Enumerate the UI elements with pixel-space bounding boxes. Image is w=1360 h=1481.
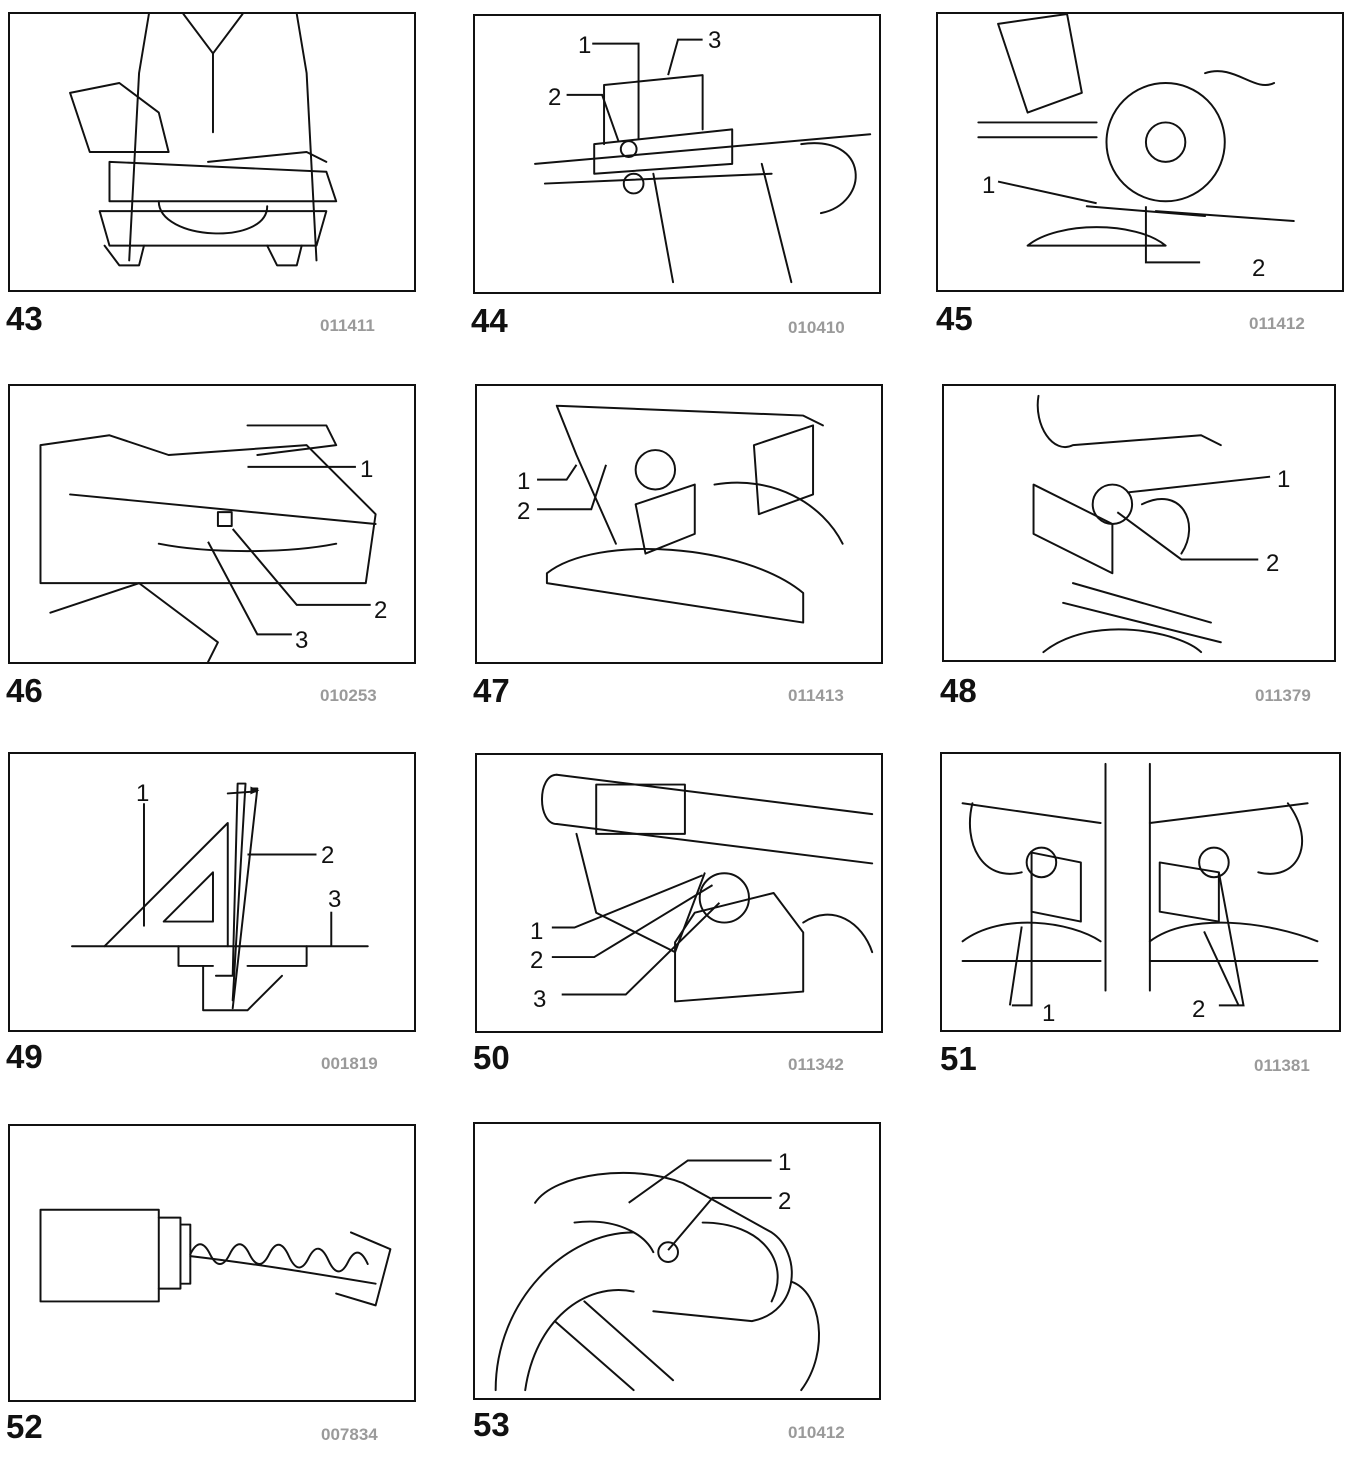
callout-1: 1	[517, 468, 531, 495]
figure-code: 007834	[321, 1425, 378, 1444]
callout-1: 1	[778, 1149, 792, 1176]
figure-code: 011411	[320, 316, 375, 335]
callout-2: 2	[1266, 550, 1280, 577]
figure-53-frame: 1 2	[473, 1122, 881, 1400]
figure-50-frame: 1 2 3	[475, 753, 883, 1033]
callout-2: 2	[530, 947, 544, 974]
callout-2: 2	[517, 498, 531, 525]
figure-code: 001819	[321, 1054, 378, 1073]
callout-1: 1	[136, 780, 150, 807]
miter-saw-rear-view-illustration	[1032, 394, 1271, 654]
figure-45-frame: 1 2	[936, 12, 1344, 292]
figure-48-frame: 1 2	[942, 384, 1336, 662]
carbon-brush-illustration	[39, 1208, 392, 1307]
figure-49-frame: 1 2 3	[8, 752, 416, 1032]
figure-number: 53	[473, 1406, 510, 1443]
figure-number: 50	[473, 1039, 510, 1076]
miter-saw-bevel-lock-illustration	[537, 404, 844, 624]
figure-44: 1 2 3 44 010410	[471, 14, 881, 339]
figure-number: 47	[473, 672, 510, 709]
figure-number: 49	[6, 1038, 43, 1075]
figure-46: 1 2 3 46 010253	[6, 384, 416, 709]
figure-number: 51	[940, 1040, 977, 1077]
figure-46-frame: 1 2 3	[8, 384, 416, 664]
figure-47-frame: 1 2	[475, 384, 883, 664]
figure-code: 011412	[1249, 314, 1305, 333]
miter-saw-carry-illustration	[69, 14, 338, 267]
figure-48: 1 2 48 011379	[940, 384, 1350, 709]
figure-number: 45	[936, 300, 973, 337]
callout-2: 2	[778, 1188, 792, 1215]
figure-51: 1 2 51 011381	[940, 752, 1348, 1077]
figure-45: 1 2 45 011412	[936, 12, 1344, 337]
callout-1: 1	[1042, 1000, 1056, 1027]
figure-50: 1 2 3 50 011342	[473, 753, 883, 1076]
figure-53: 1 2 53 010412	[473, 1122, 881, 1444]
miter-saw-scale-illustration	[39, 424, 377, 662]
figure-number: 43	[6, 300, 43, 337]
miter-saw-bevel-illustration	[977, 14, 1295, 264]
callout-3: 3	[708, 27, 722, 54]
callout-3: 3	[533, 986, 547, 1013]
callout-2: 2	[374, 597, 388, 624]
figure-number: 44	[471, 302, 508, 339]
callout-3: 3	[295, 627, 309, 654]
figure-52-frame	[8, 1124, 416, 1402]
callout-3: 3	[328, 886, 342, 913]
figure-number: 46	[6, 672, 43, 709]
figure-code: 010253	[320, 686, 377, 705]
figure-51-frame: 1 2	[940, 752, 1341, 1032]
triangle-square-illustration	[71, 782, 369, 1012]
callout-2: 2	[321, 842, 335, 869]
figure-47: 1 2 47 011413	[473, 384, 883, 709]
miter-saw-both-sides-illustration	[961, 762, 1319, 1007]
miter-saw-fence-illustration	[534, 38, 872, 284]
figure-code: 011381	[1254, 1056, 1310, 1075]
figure-52: 52 007834	[6, 1124, 416, 1446]
figure-code: 011413	[788, 686, 844, 705]
figure-code: 011342	[788, 1055, 844, 1074]
figure-code: 010412	[788, 1423, 845, 1442]
figure-number: 48	[940, 672, 977, 709]
callout-2: 2	[1252, 255, 1266, 282]
callout-1: 1	[1277, 466, 1291, 493]
callout-1: 1	[982, 172, 996, 199]
callout-1: 1	[360, 456, 374, 483]
figure-code: 011379	[1255, 686, 1311, 705]
motor-brush-cap-illustration	[494, 1159, 821, 1392]
miter-saw-slide-rail-illustration	[541, 773, 874, 1003]
figure-49: 1 2 3 49 001819	[6, 752, 416, 1075]
callout-1: 1	[530, 918, 544, 945]
figure-43: 43 011411	[6, 12, 416, 337]
figure-43-frame	[8, 12, 416, 292]
callout-2: 2	[1192, 996, 1206, 1023]
figure-code: 010410	[788, 318, 845, 337]
callout-1: 1	[578, 32, 592, 59]
figure-number: 52	[6, 1408, 43, 1445]
callout-2: 2	[548, 84, 562, 111]
figure-44-frame: 1 2 3	[473, 14, 881, 294]
